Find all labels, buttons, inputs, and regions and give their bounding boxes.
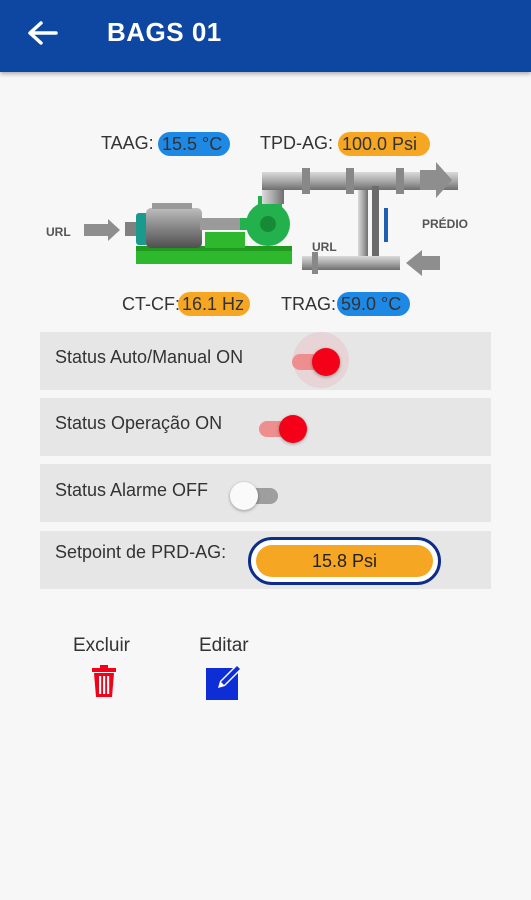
taag-label: TAAG:: [101, 133, 154, 153]
trag-value: 59.0 °C: [337, 292, 410, 316]
status-auto-manual-label: Status Auto/Manual ON: [55, 347, 244, 367]
ct-cf-value: 16.1 Hz: [178, 292, 250, 316]
setpoint-field[interactable]: 15.8 Psi: [248, 537, 441, 585]
taag-value: 15.5 °C: [158, 132, 230, 156]
trag-label: TRAG:: [281, 294, 337, 314]
ct-cf-label: CT-CF:: [122, 294, 180, 314]
url-return-label: URL: [312, 240, 337, 254]
status-operacao-label: Status Operação ON: [55, 413, 223, 433]
back-button[interactable]: [22, 14, 66, 58]
edit-button[interactable]: [206, 662, 246, 700]
url-inlet-label: URL: [46, 225, 71, 239]
status-auto-manual-card: Status Auto/Manual ON: [40, 332, 491, 390]
toggle-thumb: [312, 348, 340, 376]
edit-label: Editar: [199, 635, 249, 656]
auto-manual-toggle[interactable]: [292, 344, 340, 378]
setpoint-value: 15.8 Psi: [256, 545, 433, 577]
delete-button[interactable]: [90, 664, 118, 698]
toggle-thumb: [279, 415, 307, 443]
operacao-toggle[interactable]: [259, 411, 307, 445]
pump-diagram: URL URL PRÉDIO: [40, 120, 500, 320]
trash-icon: [92, 665, 116, 697]
tpd-ag-value: 100.0 Psi: [338, 132, 430, 156]
building-label: PRÉDIO: [422, 216, 468, 231]
status-alarme-label: Status Alarme OFF: [55, 480, 209, 500]
page-title: BAGS 01: [107, 17, 222, 47]
delete-label: Excluir: [73, 635, 131, 656]
setpoint-label: Setpoint de PRD-AG:: [55, 542, 227, 562]
toggle-thumb: [230, 482, 258, 510]
tpd-ag-label: TPD-AG:: [260, 133, 334, 153]
edit-icon: [206, 665, 241, 700]
arrow-left-icon: [28, 21, 58, 45]
alarme-toggle[interactable]: [230, 478, 278, 512]
app-bar: BAGS 01: [0, 0, 531, 72]
